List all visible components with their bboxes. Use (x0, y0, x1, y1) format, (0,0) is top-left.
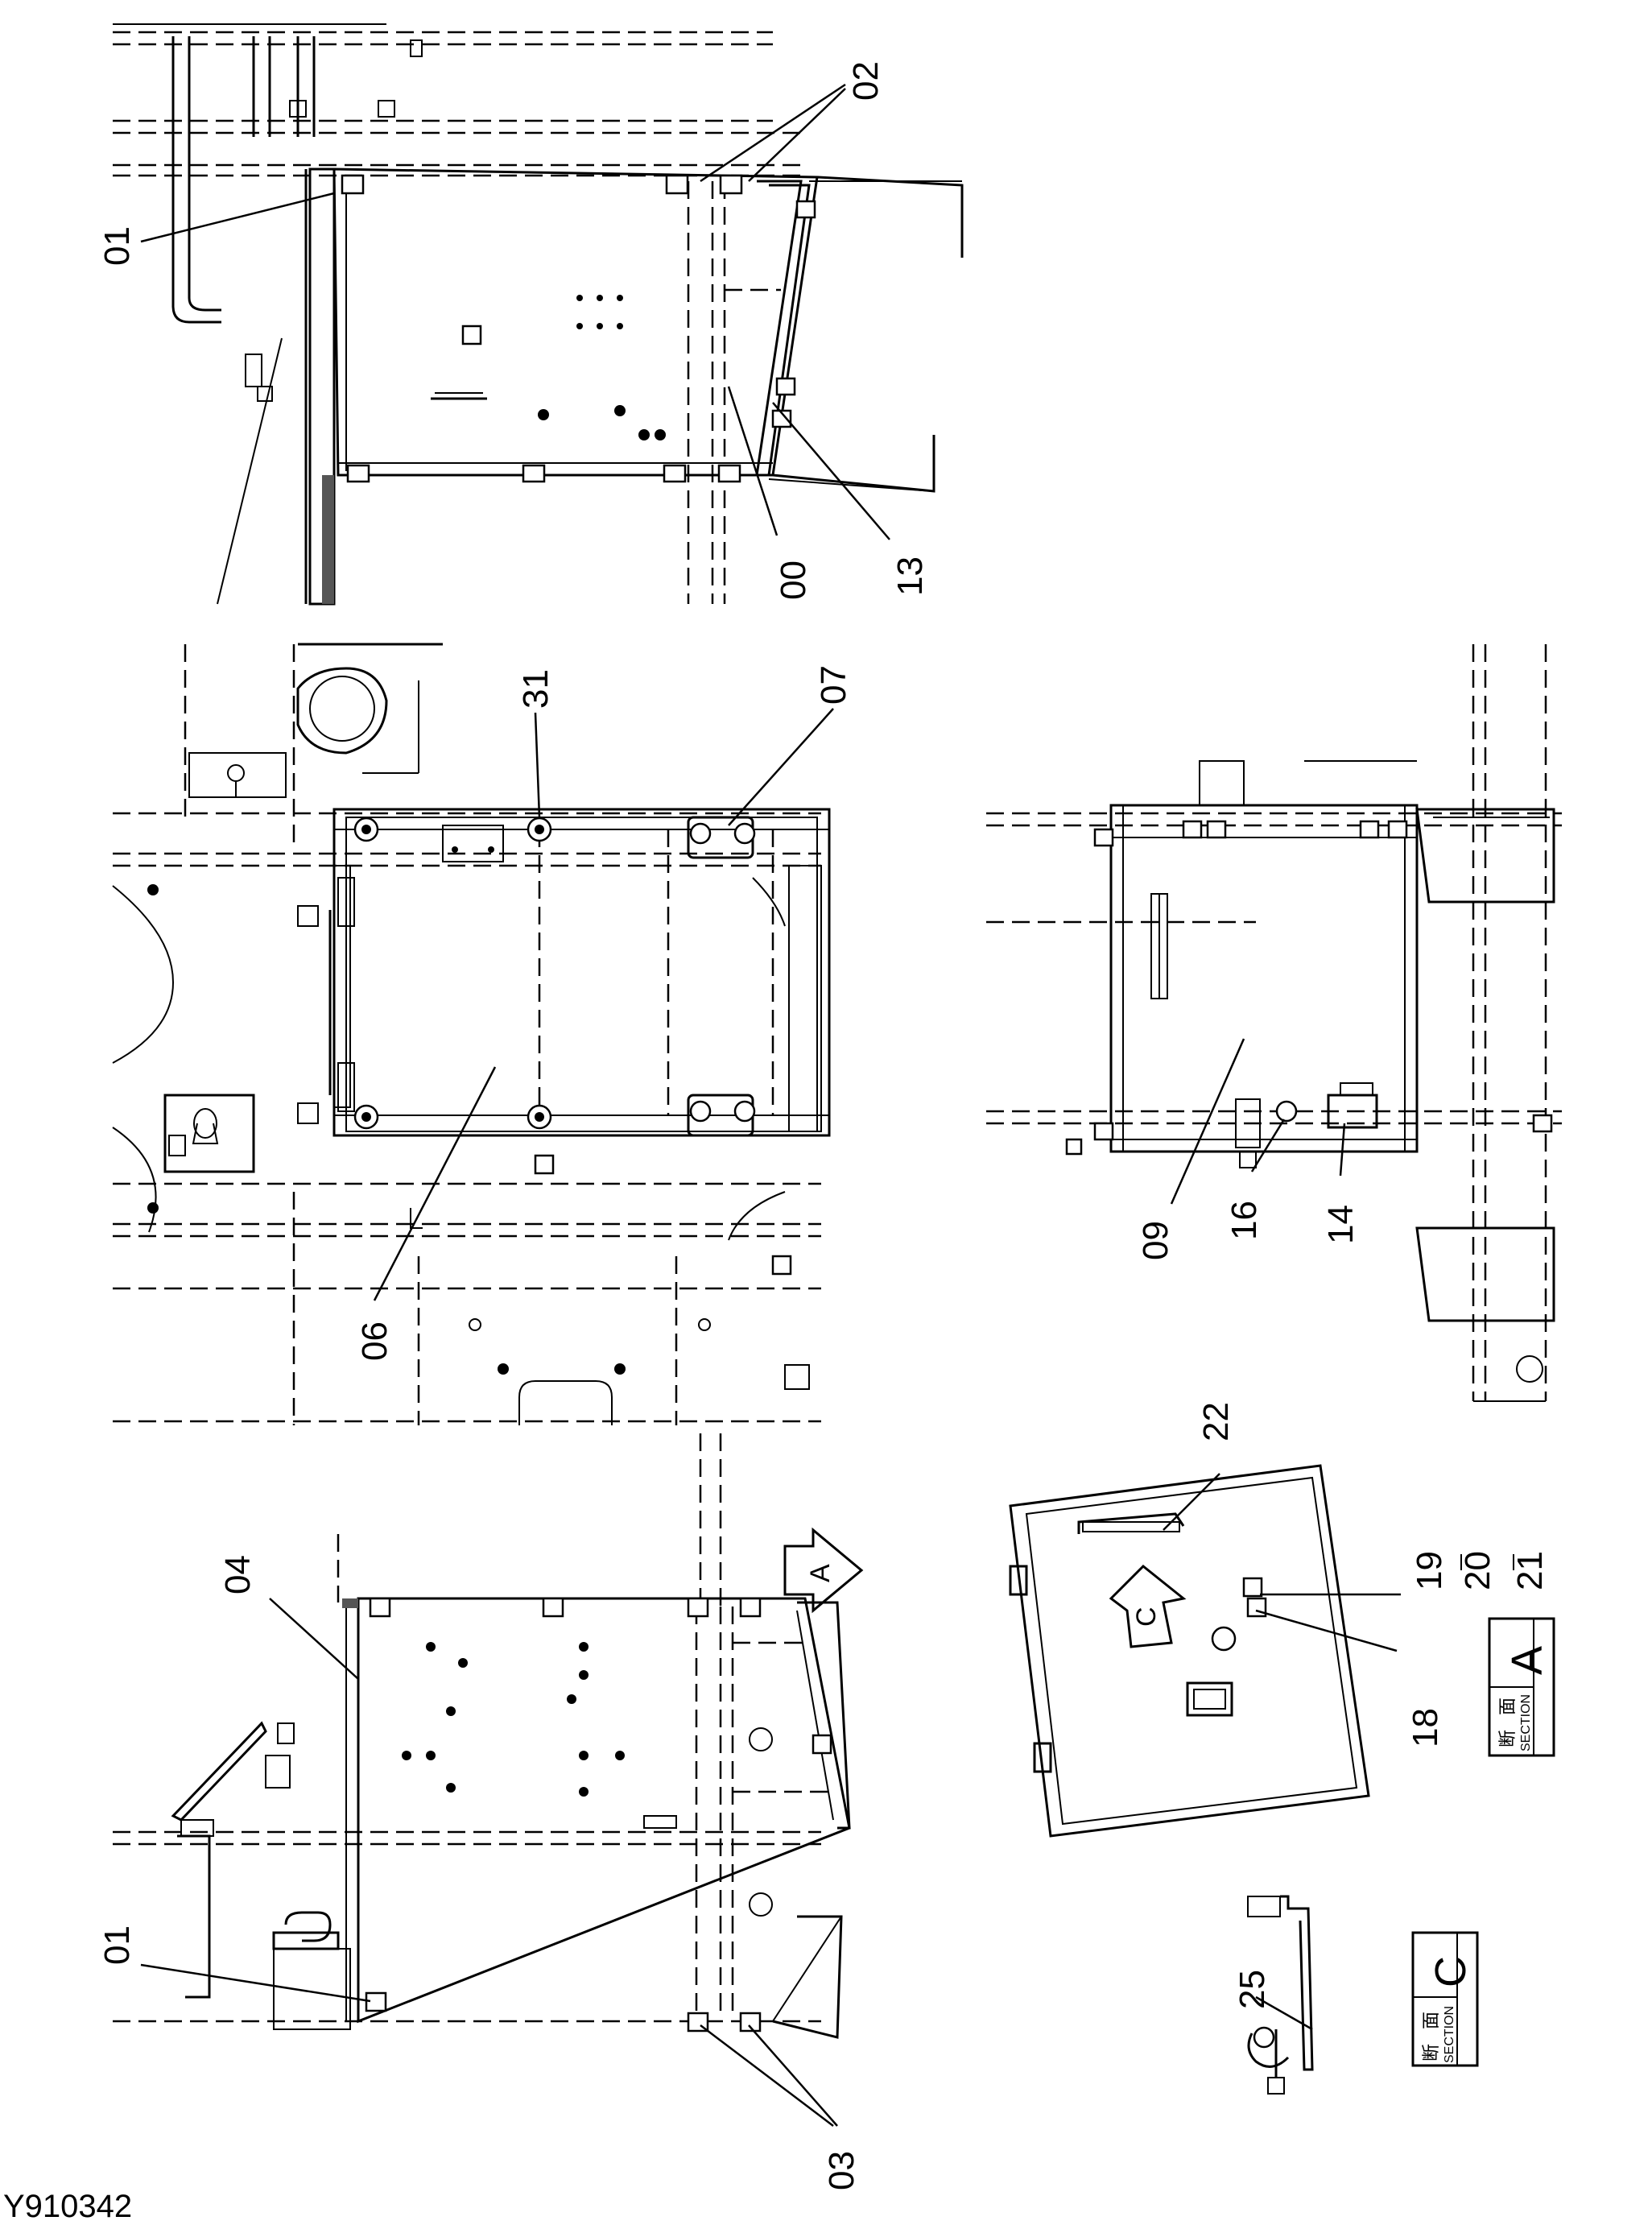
section-a-kanji-1: 断 (1498, 1730, 1518, 1747)
section-a-kanji-2: 面 (1498, 1698, 1518, 1715)
section-a-word: SECTION (1519, 1694, 1533, 1751)
view-middle-assembly (112, 643, 831, 1425)
section-label-c: 断 面 SECTION C (1411, 1931, 1479, 2067)
callout-01-bottom: 01 (97, 1925, 137, 1965)
section-c-kanji-1: 断 (1422, 2044, 1442, 2062)
callout-14: 14 (1321, 1205, 1361, 1244)
view-arrow-a-letter: A (805, 1564, 836, 1582)
callout-18: 18 (1406, 1708, 1445, 1747)
callout-21: 21 (1510, 1551, 1550, 1590)
document-id: Y910342 (3, 2189, 133, 2224)
view-top-assembly (113, 23, 964, 606)
view-bottom-assembly (113, 1433, 864, 2039)
section-c-word: SECTION (1443, 2006, 1456, 2063)
callout-01-top: 01 (97, 226, 137, 266)
callout-09: 09 (1136, 1221, 1175, 1260)
callout-13: 13 (890, 556, 930, 596)
callout-20: 20 (1458, 1551, 1497, 1590)
callout-04: 04 (218, 1555, 258, 1594)
view-side-assembly (986, 644, 1562, 1402)
callout-25: 25 (1233, 1970, 1272, 2009)
callout-22: 22 (1196, 1402, 1236, 1441)
section-c-detail (1247, 1895, 1314, 2095)
callout-16: 16 (1225, 1201, 1264, 1240)
section-a-letter: A (1503, 1646, 1551, 1675)
callout-07: 07 (814, 665, 853, 705)
section-c-kanji-2: 面 (1422, 2012, 1442, 2029)
callout-numbers: 00 01 02 13 31 07 06 04 01 03 09 16 14 2… (97, 61, 1550, 2190)
callout-02: 02 (846, 61, 886, 101)
section-c-letter: C (1427, 1956, 1475, 1987)
callout-31: 31 (516, 669, 555, 709)
door-detail (1009, 1464, 1370, 1838)
callout-19: 19 (1410, 1551, 1449, 1590)
view-arrow-c-letter: C (1131, 1607, 1162, 1627)
section-label-a: 断 面 SECTION A (1488, 1617, 1555, 1757)
leader-lines (140, 83, 1401, 2127)
callout-03: 03 (822, 2151, 861, 2190)
callout-06: 06 (355, 1321, 394, 1361)
callout-00: 00 (774, 560, 813, 600)
